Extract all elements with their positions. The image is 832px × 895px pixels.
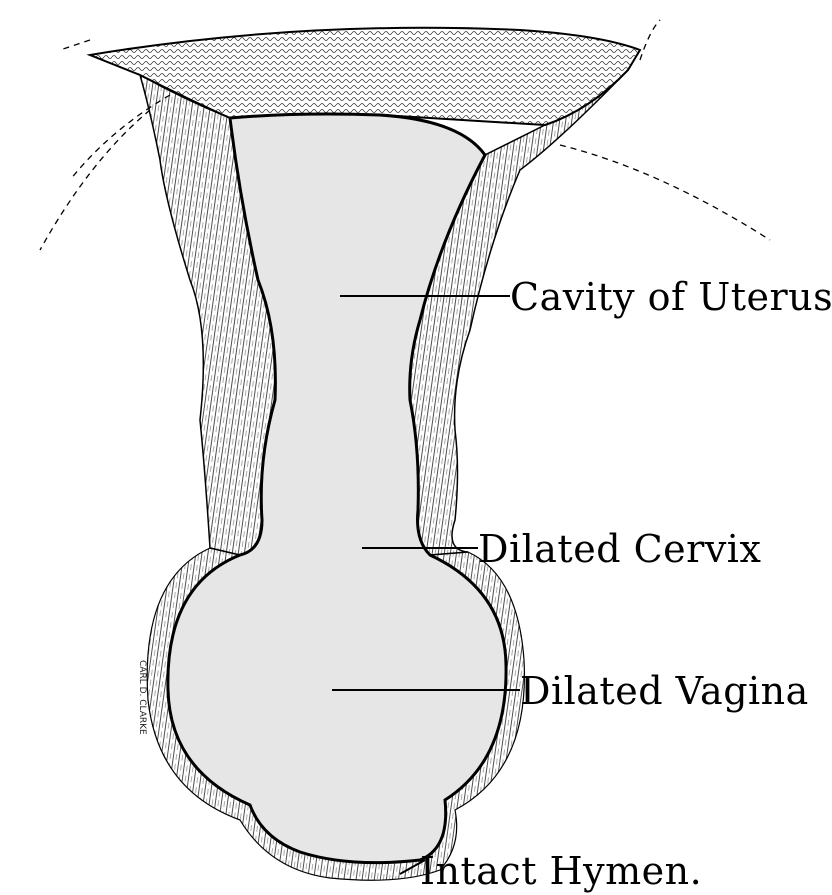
- label-intact-hymen: Intact Hymen.: [420, 849, 702, 893]
- artist-signature: CARL D. CLARKE: [137, 660, 147, 735]
- label-dilated-vagina: Dilated Vagina: [520, 669, 809, 713]
- label-dilated-cervix: Dilated Cervix: [478, 527, 761, 571]
- label-cavity-of-uterus: Cavity of Uterus: [510, 275, 832, 319]
